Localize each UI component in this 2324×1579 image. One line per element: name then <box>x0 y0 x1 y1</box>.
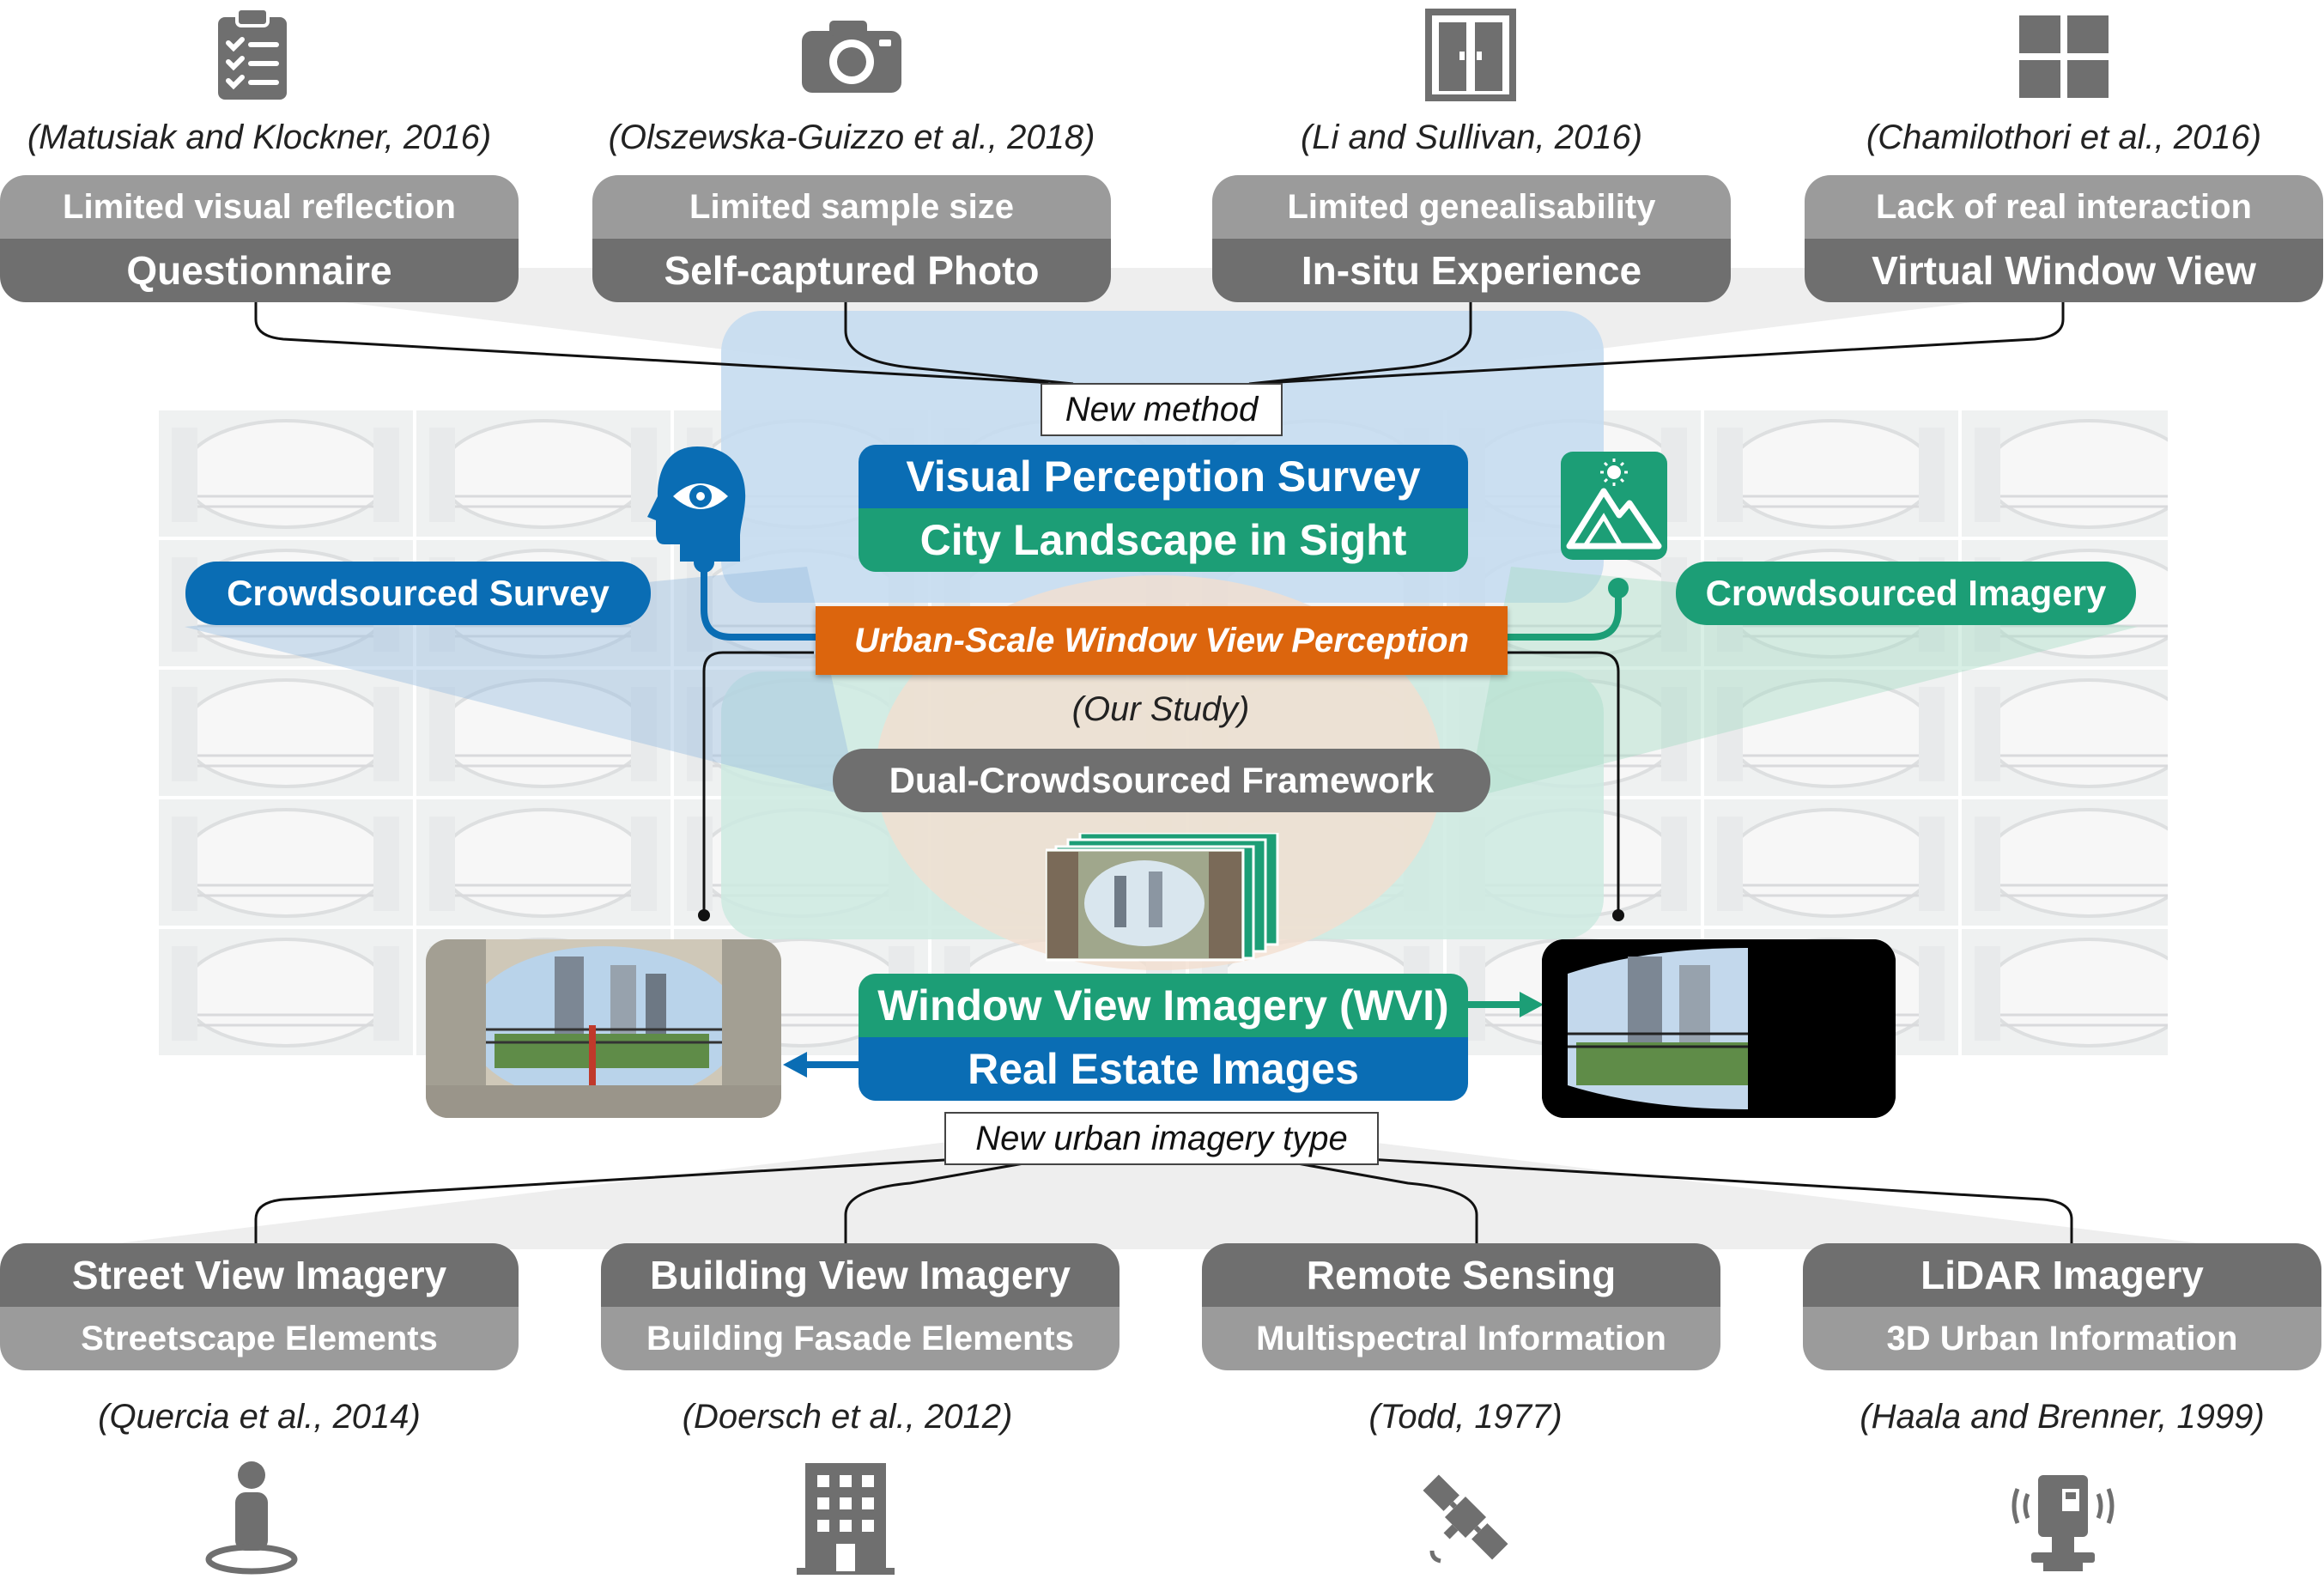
dual-crowdsourced-framework-pill: Dual-Crowdsourced Framework <box>833 749 1490 812</box>
method-label: In-situ Experience <box>1212 239 1731 302</box>
imagery-card-remote-sensing: Remote Sensing Multispectral Information <box>1202 1243 1720 1370</box>
perception-survey-block: Visual Perception Survey City Landscape … <box>859 445 1468 572</box>
limitation-label: Limited sample size <box>592 175 1111 239</box>
imagery-element-label: Building Fasade Elements <box>601 1307 1120 1370</box>
method-card-virtual-window: Lack of real interaction Virtual Window … <box>1805 175 2323 302</box>
building-icon <box>797 1463 895 1579</box>
imagery-element-label: Streetscape Elements <box>0 1307 519 1370</box>
citation-in-situ: (Li and Sullivan, 2016) <box>1300 118 1643 156</box>
crowdsourced-survey-pill: Crowdsourced Survey <box>185 562 651 625</box>
lidar-scanner-icon <box>2009 1463 2117 1579</box>
citation-questionnaire: (Matusiak and Klockner, 2016) <box>27 118 492 156</box>
limitation-label: Lack of real interaction <box>1805 175 2323 239</box>
imagery-card-building-view: Building View Imagery Building Fasade El… <box>601 1243 1120 1370</box>
citation-building-view: (Doersch et al., 2012) <box>682 1398 1013 1436</box>
citation-remote-sensing: (Todd, 1977) <box>1368 1398 1562 1436</box>
stacked-panorama-images-icon <box>1044 831 1279 966</box>
method-label: Virtual Window View <box>1805 239 2323 302</box>
window-icon <box>1425 9 1516 106</box>
window-view-imagery: Window View Imagery (WVI) <box>859 974 1468 1037</box>
citation-lidar: (Haala and Brenner, 1999) <box>1860 1398 2265 1436</box>
new-method-label: New method <box>1041 383 1283 436</box>
clipboard-checklist-icon <box>215 7 290 106</box>
citation-street-view: (Quercia et al., 2014) <box>98 1398 421 1436</box>
imagery-card-lidar: LiDAR Imagery 3D Urban Information <box>1803 1243 2321 1370</box>
imagery-type-label: LiDAR Imagery <box>1803 1243 2321 1307</box>
imagery-type-label: Street View Imagery <box>0 1243 519 1307</box>
new-urban-imagery-type-label: New urban imagery type <box>944 1112 1379 1165</box>
head-eye-icon <box>646 443 749 568</box>
method-card-questionnaire: Limited visual reflection Questionnaire <box>0 175 519 302</box>
person-location-icon <box>203 1460 300 1579</box>
imagery-element-label: Multispectral Information <box>1202 1307 1720 1370</box>
grid-window-icon <box>2019 15 2109 102</box>
window-view-imagery-block: Window View Imagery (WVI) Real Estate Im… <box>859 974 1468 1101</box>
landscape-sun-icon <box>1561 452 1667 564</box>
masked-window-view-image <box>1542 939 1896 1118</box>
satellite-icon <box>1413 1465 1518 1574</box>
real-estate-panorama-image <box>426 939 781 1118</box>
method-label: Self-captured Photo <box>592 239 1111 302</box>
limitation-label: Limited genealisability <box>1212 175 1731 239</box>
real-estate-images: Real Estate Images <box>859 1037 1468 1101</box>
crowdsourced-imagery-pill: Crowdsourced Imagery <box>1676 562 2136 625</box>
visual-perception-survey: Visual Perception Survey <box>859 445 1468 508</box>
imagery-card-street-view: Street View Imagery Streetscape Elements <box>0 1243 519 1370</box>
method-label: Questionnaire <box>0 239 519 302</box>
citation-photo: (Olszewska-Guizzo et al., 2018) <box>608 118 1095 156</box>
imagery-type-label: Building View Imagery <box>601 1243 1120 1307</box>
our-study-label: (Our Study) <box>1071 690 1250 728</box>
citation-virtual-window: (Chamilothori et al., 2016) <box>1866 118 2262 156</box>
limitation-label: Limited visual reflection <box>0 175 519 239</box>
method-card-in-situ: Limited genealisability In-situ Experien… <box>1212 175 1731 302</box>
camera-icon <box>800 17 903 99</box>
city-landscape-in-sight: City Landscape in Sight <box>859 508 1468 572</box>
urban-scale-perception-banner: Urban-Scale Window View Perception <box>816 606 1508 675</box>
method-card-photo: Limited sample size Self-captured Photo <box>592 175 1111 302</box>
imagery-element-label: 3D Urban Information <box>1803 1307 2321 1370</box>
imagery-type-label: Remote Sensing <box>1202 1243 1720 1307</box>
